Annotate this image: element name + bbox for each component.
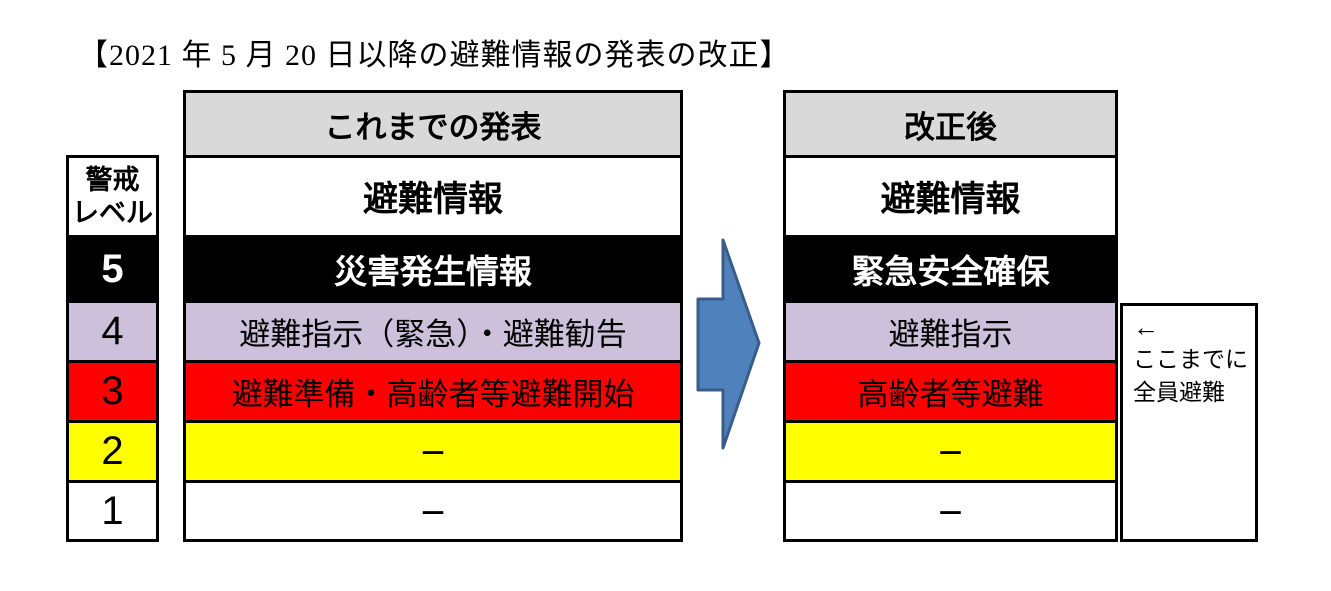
table-row: 避難指示	[786, 303, 1115, 363]
warning-level-header-line2: レベル	[72, 197, 153, 228]
transition-arrow-icon	[696, 238, 761, 450]
table-row: 避難情報	[786, 158, 1115, 238]
warning-level-column: 警戒 レベル 5 4 3 2 1	[66, 155, 159, 542]
note-line-2: 全員避難	[1133, 378, 1225, 405]
before-table: これまでの発表 避難情報 災害発生情報 避難指示（緊急）・避難勧告 避難準備・高…	[183, 90, 683, 542]
table-row: 避難指示（緊急）・避難勧告	[186, 303, 680, 363]
table-row: －	[786, 423, 1115, 483]
note-line-1: ここまでに	[1133, 346, 1248, 373]
level-2-cell: 2	[69, 423, 156, 483]
table-row: －	[786, 483, 1115, 539]
after-table: 改正後 避難情報 緊急安全確保 避難指示 高齢者等避難 － －	[783, 90, 1118, 542]
table-row: 災害発生情報	[186, 238, 680, 303]
table-row: －	[186, 423, 680, 483]
warning-level-header-line1: 警戒	[85, 164, 140, 195]
level-1-cell: 1	[69, 483, 156, 539]
before-table-header: これまでの発表	[186, 93, 680, 158]
warning-level-header: 警戒 レベル	[69, 158, 156, 238]
level-4-cell: 4	[69, 303, 156, 363]
after-table-header: 改正後	[786, 93, 1115, 158]
table-row: －	[186, 483, 680, 539]
level-3-cell: 3	[69, 363, 156, 423]
transition-arrow-shape	[696, 238, 761, 450]
page-title: 【2021 年 5 月 20 日以降の避難情報の発表の改正】	[78, 39, 791, 72]
left-arrow-icon: ←	[1133, 312, 1159, 342]
table-row: 高齢者等避難	[786, 363, 1115, 423]
level-5-cell: 5	[69, 238, 156, 303]
table-row: 緊急安全確保	[786, 238, 1115, 303]
table-row: 避難情報	[186, 158, 680, 238]
table-row: 避難準備・高齢者等避難開始	[186, 363, 680, 423]
evacuation-deadline-note: ← ここまでに 全員避難	[1120, 303, 1258, 542]
